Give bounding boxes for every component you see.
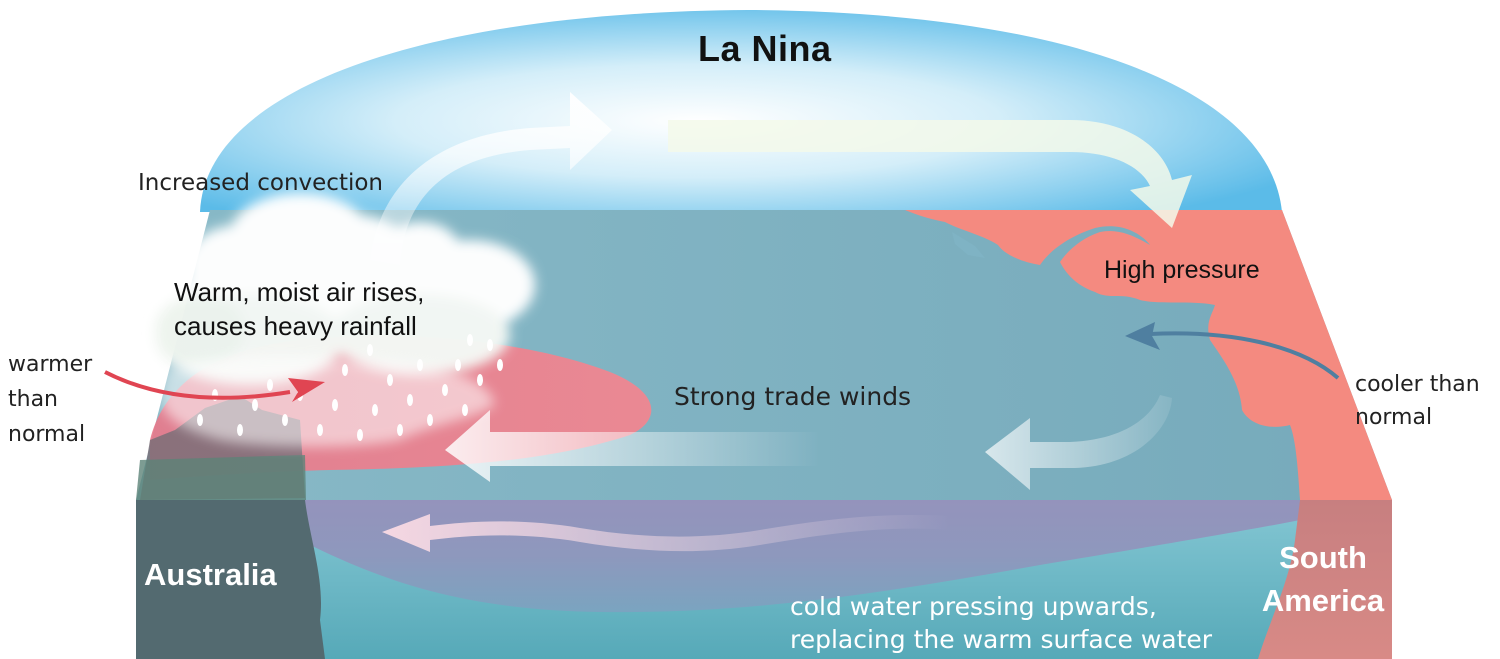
east-trade-wind-arrow	[985, 395, 1172, 490]
warm-arrow	[104, 370, 291, 400]
cold-water-label: cold water pressing upwards, replacing t…	[790, 590, 1290, 656]
warm-air-label-line1: Warm, moist air rises,	[174, 277, 425, 307]
cold-water-line1: cold water pressing upwards,	[790, 592, 1157, 621]
south-america-line2: America	[1261, 583, 1385, 618]
cool-arrow	[1149, 331, 1340, 380]
warmer-line1: warmer	[8, 352, 93, 377]
south-america-label: South America	[1248, 536, 1398, 622]
cooler-line1: cooler than	[1355, 372, 1480, 397]
rain-haze	[160, 355, 495, 447]
warm-arrow-head	[288, 378, 325, 402]
south-america-front	[1258, 500, 1392, 659]
warm-air-label-line2: causes heavy rainfall	[174, 311, 417, 341]
island	[952, 232, 985, 258]
warmer-than-normal-label: warmer than normal	[8, 347, 118, 452]
trade-winds-label: Strong trade winds	[674, 382, 912, 411]
australia-label: Australia	[144, 557, 277, 592]
diagram-title: La Nina	[698, 28, 832, 69]
rising-air-arrow	[370, 92, 612, 265]
australia-front	[136, 500, 325, 659]
south-america-line1: South	[1279, 540, 1367, 575]
americas-land	[905, 210, 1392, 500]
high-pressure-label: High pressure	[1104, 256, 1260, 284]
australia-green	[136, 455, 306, 500]
cloud-icon	[155, 193, 535, 385]
cool-arrow-head	[1125, 322, 1160, 350]
cold-water-line2: replacing the warm surface water	[790, 625, 1213, 654]
trade-wind-arrow	[445, 410, 820, 482]
warm-air-label: Warm, moist air rises, causes heavy rain…	[174, 275, 504, 343]
cooler-line2: normal	[1355, 405, 1433, 430]
warmer-line3: normal	[8, 422, 86, 447]
convection-label: Increased convection	[138, 170, 384, 196]
undercurrent-arrow	[382, 514, 950, 552]
warmer-line2: than	[8, 387, 58, 412]
cooler-than-normal-label: cooler than normal	[1355, 368, 1500, 434]
descending-air-arrow	[668, 120, 1192, 228]
cold-upwelling	[300, 520, 1300, 659]
